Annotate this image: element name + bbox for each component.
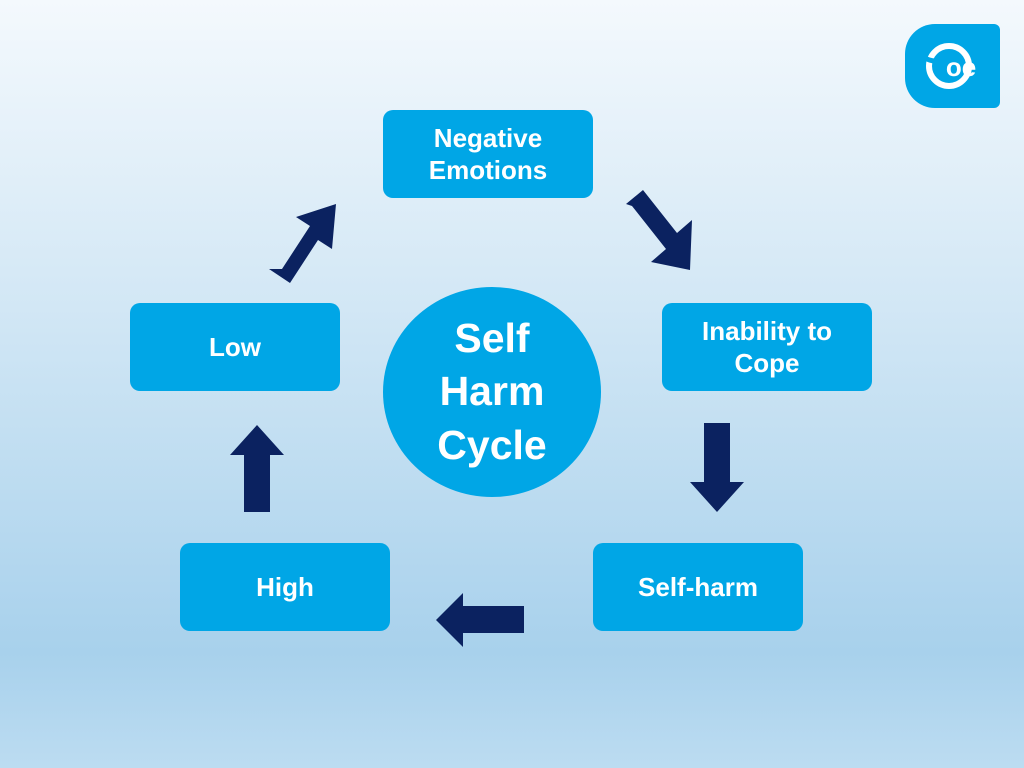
center-title: Self Harm Cycle <box>383 287 601 497</box>
arrow-down-icon <box>690 423 744 512</box>
node-negative-emotions: Negative Emotions <box>383 110 593 198</box>
oe-logo-icon: oe <box>905 24 1000 108</box>
node-inability-to-cope: Inability to Cope <box>662 303 872 391</box>
node-high: High <box>180 543 390 631</box>
arrow-up-right-icon <box>269 204 336 283</box>
node-low: Low <box>130 303 340 391</box>
svg-text:oe: oe <box>945 52 975 82</box>
node-self-harm: Self-harm <box>593 543 803 631</box>
oe-logo-mark: oe <box>920 43 976 89</box>
arrow-left-icon <box>436 593 524 647</box>
arrow-down-right-icon <box>626 190 692 270</box>
arrow-up-icon <box>230 425 284 512</box>
